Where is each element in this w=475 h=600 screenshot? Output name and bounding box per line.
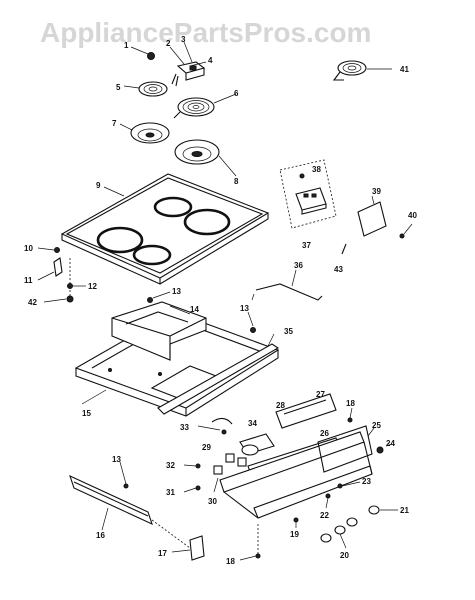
callout-1: 1 [124,41,129,50]
drip-pan-8 [174,139,237,177]
callout-32: 32 [166,461,175,470]
receptacle-parts-2-3-4 [169,41,207,87]
wire-harness-36 [251,269,323,301]
callout-29: 29 [202,443,211,452]
callout-13-b: 13 [240,304,249,313]
cooktop-9 [60,173,270,285]
callout-22: 22 [320,511,329,520]
callout-25: 25 [372,421,381,430]
callout-7: 7 [112,119,117,128]
callout-41: 41 [400,65,409,74]
callout-10: 10 [24,244,33,253]
callout-9: 9 [96,181,101,190]
hinge-parts-10-11-12-42 [37,247,86,303]
callout-11: 11 [24,276,33,285]
callout-19: 19 [290,530,299,539]
callout-37: 37 [302,241,311,250]
knob-part-1 [130,46,155,60]
watermark-text: AppliancePartsPros.com [40,17,371,48]
front-trim-16 [69,461,191,549]
callout-15: 15 [82,409,91,418]
callout-13-c: 13 [112,455,121,464]
control-backguard-25 [219,407,393,528]
callout-30: 30 [208,497,217,506]
drip-pan-7 [119,122,170,144]
heat-shield-14 [111,301,207,361]
callout-13-a: 13 [172,287,181,296]
bracket-17 [171,535,205,561]
screw-18-lower [239,524,261,561]
callout-2: 2 [166,39,171,48]
callout-40: 40 [408,211,417,220]
surface-element-41 [332,60,392,81]
callout-labels: 1 2 3 4 5 6 7 8 9 10 11 12 13 13 13 14 1… [24,35,417,566]
callout-43: 43 [334,265,343,274]
clock-module-37 [279,159,337,229]
callout-24: 24 [386,439,395,448]
callout-16: 16 [96,531,105,540]
callout-42: 42 [28,298,37,307]
callout-20: 20 [340,551,349,560]
callout-6: 6 [234,89,239,98]
screw-40 [399,223,413,239]
clock-lens-39 [357,195,387,237]
surface-element-6 [173,93,237,119]
callout-14: 14 [190,305,199,314]
callout-5: 5 [116,83,121,92]
callout-8: 8 [234,177,239,186]
trim-strip-35 [157,333,280,415]
callout-38: 38 [312,165,321,174]
callout-23: 23 [362,477,371,486]
callout-27: 27 [316,390,325,399]
screw-13-upper [147,291,256,333]
callout-21: 21 [400,506,409,515]
callout-3: 3 [181,35,186,44]
callout-34: 34 [248,419,257,428]
callout-4: 4 [208,56,213,65]
callout-31: 31 [166,488,175,497]
callout-18-b: 18 [226,557,235,566]
part-43 [341,243,347,255]
callout-26: 26 [320,429,329,438]
callout-28: 28 [276,401,285,410]
surface-element-5 [123,81,168,97]
control-knobs-20-21 [320,505,398,549]
callout-35: 35 [284,327,293,336]
callout-17: 17 [158,549,167,558]
callout-18-a: 18 [346,399,355,408]
callout-36: 36 [294,261,303,270]
callout-39: 39 [372,187,381,196]
switch-parts-28-34 [183,417,275,493]
callout-12: 12 [88,282,97,291]
callout-33: 33 [180,423,189,432]
